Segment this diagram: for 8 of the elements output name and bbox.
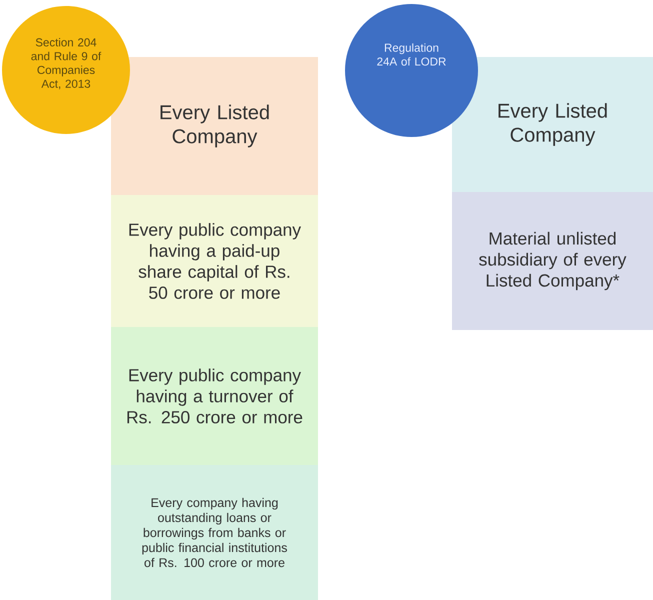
category-box: Every company having outstanding loans or borrowings from banks or public financial institutions of Rs. 100 crore or more bbox=[111, 465, 318, 600]
category-box: Every Listed Company bbox=[111, 57, 318, 195]
circle-badge: Section 204 and Rule 9 of Companies Act, 2013 bbox=[2, 6, 130, 134]
category-box: Every public company having a turnover of Rs. 250 crore or more bbox=[111, 327, 318, 465]
category-box: Every public company having a paid-up share capital of Rs. 50 crore or more bbox=[111, 195, 318, 327]
circle-badge: Regulation 24A of LODR bbox=[345, 4, 478, 137]
category-box: Every Listed Company bbox=[452, 57, 653, 192]
category-box: Material unlisted subsidiary of every Listed Company* bbox=[452, 192, 653, 330]
